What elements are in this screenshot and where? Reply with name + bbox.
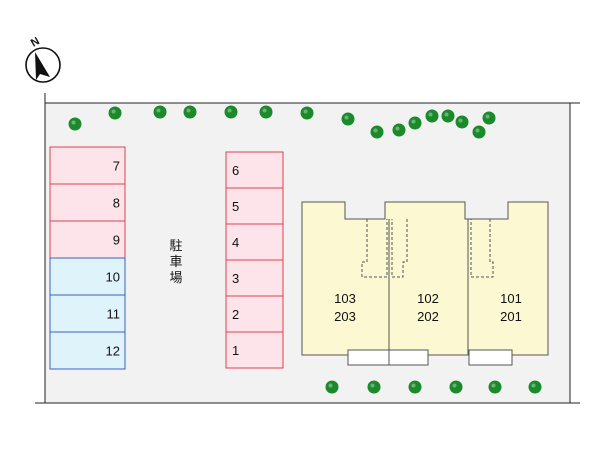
tree-highlight — [531, 383, 536, 388]
balcony — [347, 349, 390, 366]
parking-slot-number: 8 — [113, 196, 120, 211]
tree-highlight — [475, 128, 480, 133]
parking-slot — [225, 151, 284, 189]
parking-slot-number: 7 — [113, 159, 120, 174]
tree-highlight — [186, 108, 191, 113]
tree-icon — [425, 109, 439, 123]
parking-slot — [225, 223, 284, 261]
parking-area: 7 8 9 10 11 12 6 5 4 3 2 1 駐車場 — [49, 146, 284, 370]
tree-highlight — [458, 118, 463, 123]
tree-icon — [370, 125, 384, 139]
stair-outline — [361, 219, 388, 278]
tree-icon — [488, 380, 502, 394]
parking-label: 駐車場 — [169, 239, 182, 286]
parking-slot — [225, 295, 284, 333]
tree-highlight — [411, 383, 416, 388]
tree-icon — [441, 109, 455, 123]
tree-highlight — [485, 114, 490, 119]
parking-slot-number: 11 — [107, 307, 121, 322]
parking-slot-number: 6 — [232, 163, 239, 178]
parking-slot-number: 2 — [232, 307, 239, 322]
tree-icon — [449, 380, 463, 394]
tree-highlight — [411, 119, 416, 124]
tree-highlight — [370, 383, 375, 388]
unit-number-lower: 201 — [500, 309, 522, 324]
parking-slot-number: 4 — [232, 235, 239, 250]
parking-slot — [49, 257, 126, 296]
parking-left-column: 7 8 9 10 11 12 — [49, 146, 126, 370]
parking-slot-number: 3 — [232, 271, 239, 286]
balcony — [468, 349, 513, 366]
tree-icon — [472, 125, 486, 139]
parking-slot — [49, 146, 126, 185]
stair-outline — [470, 219, 494, 278]
parking-slot — [49, 183, 126, 222]
tree-icon — [392, 123, 406, 137]
tree-icon — [153, 105, 167, 119]
parking-slot-number: 1 — [232, 343, 239, 358]
stair-outline — [391, 219, 408, 278]
tree-highlight — [344, 115, 349, 120]
tree-highlight — [452, 383, 457, 388]
tree-highlight — [328, 383, 333, 388]
tree-icon — [108, 106, 122, 120]
tree-highlight — [303, 109, 308, 114]
parking-slot — [49, 331, 126, 370]
tree-highlight — [491, 383, 496, 388]
tree-icon — [408, 116, 422, 130]
tree-highlight — [428, 112, 433, 117]
north-arrow-icon — [35, 52, 50, 80]
tree-icon — [224, 105, 238, 119]
parking-slot — [49, 220, 126, 259]
trees — [68, 105, 542, 394]
parking-slot-number: 5 — [232, 199, 239, 214]
tree-highlight — [71, 120, 76, 125]
tree-highlight — [111, 109, 116, 114]
building-outline — [301, 201, 549, 356]
tree-icon — [482, 111, 496, 125]
parking-middle-column: 6 5 4 3 2 1 — [225, 151, 284, 369]
tree-icon — [259, 105, 273, 119]
parking-slot — [49, 294, 126, 333]
tree-icon — [183, 105, 197, 119]
parking-slot — [225, 259, 284, 297]
tree-highlight — [156, 108, 161, 113]
tree-highlight — [395, 126, 400, 131]
tree-highlight — [227, 108, 232, 113]
compass: N — [25, 35, 61, 83]
tree-icon — [325, 380, 339, 394]
apartment-building: 103 203 102 202 101 201 — [301, 201, 549, 366]
tree-icon — [341, 112, 355, 126]
parking-slot-number: 9 — [113, 233, 120, 248]
tree-icon — [408, 380, 422, 394]
tree-icon — [528, 380, 542, 394]
unit-number-upper: 103 — [334, 291, 356, 306]
tree-icon — [367, 380, 381, 394]
unit-number-upper: 102 — [417, 291, 439, 306]
parking-slot-number: 10 — [106, 270, 120, 285]
unit-number-lower: 202 — [417, 309, 439, 324]
unit-number-upper: 101 — [500, 291, 522, 306]
tree-icon — [68, 117, 82, 131]
compass-circle — [25, 47, 61, 83]
tree-highlight — [373, 128, 378, 133]
balcony — [388, 349, 429, 366]
parking-slot-number: 12 — [106, 344, 120, 359]
compass-letter: N — [29, 35, 42, 49]
tree-highlight — [262, 108, 267, 113]
unit-labels: 103 203 102 202 101 201 — [334, 291, 522, 324]
parking-slot — [225, 331, 284, 369]
tree-highlight — [444, 112, 449, 117]
unit-number-lower: 203 — [334, 309, 356, 324]
tree-icon — [455, 115, 469, 129]
tree-icon — [300, 106, 314, 120]
